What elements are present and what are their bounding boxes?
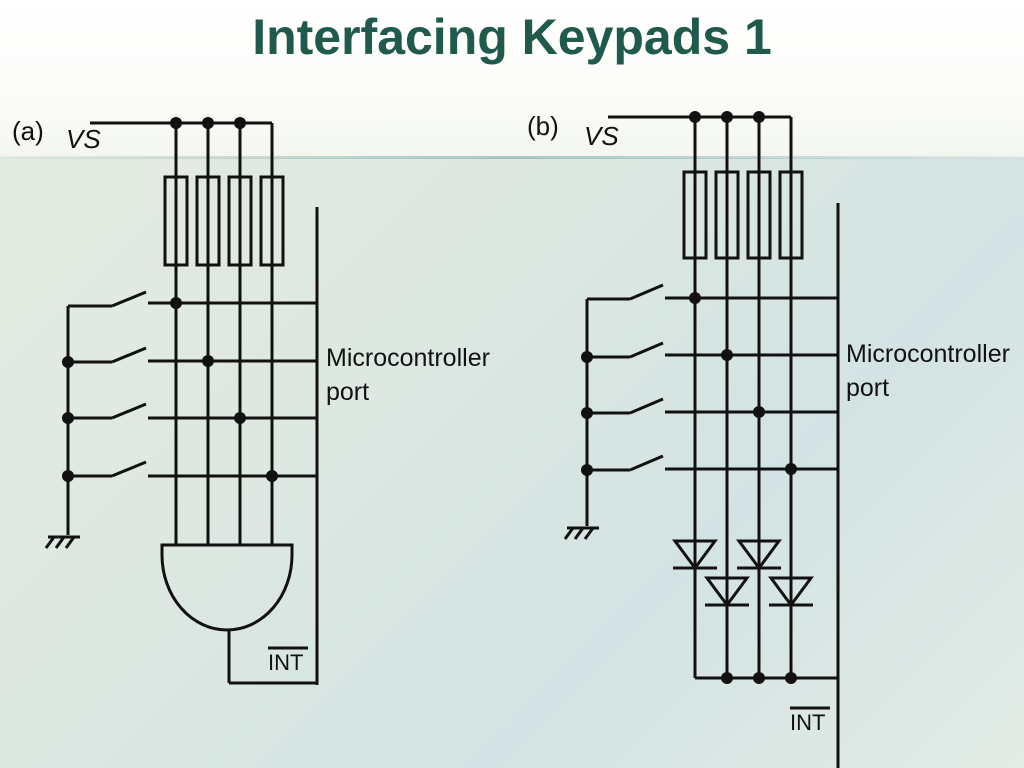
diagram-a-supply-label: VS xyxy=(66,124,101,154)
diagram-b-port-label: Microcontroller xyxy=(846,340,1010,368)
resistor xyxy=(163,175,189,267)
diagram-b: (b) VS xyxy=(527,111,1010,768)
diagram-a-wiring xyxy=(44,121,319,685)
diagram-a-int-label: INT xyxy=(268,650,303,675)
resistor xyxy=(714,170,740,260)
diagram-b-label: (b) xyxy=(527,111,559,141)
diagram-b-int-label: INT xyxy=(790,710,825,735)
diode xyxy=(736,539,782,571)
diagram-a-label: (a) xyxy=(12,116,44,146)
slide-title: Interfacing Keypads 1 xyxy=(252,9,772,65)
diagram-b-supply-label: VS xyxy=(584,121,619,151)
diagram-b-wiring xyxy=(563,115,840,768)
diagram-a-junctions xyxy=(62,117,278,482)
diagram-b-port-label-line2: port xyxy=(846,374,889,402)
diagram-a-resistors xyxy=(163,175,285,267)
resistor xyxy=(682,170,708,260)
diagram-b-diodes xyxy=(672,539,814,608)
diode xyxy=(768,576,814,608)
diagram-a-port-label: Microcontroller xyxy=(326,344,490,372)
resistor xyxy=(259,175,285,267)
diode xyxy=(672,539,718,571)
title-band xyxy=(0,0,1024,158)
title-band-divider xyxy=(0,156,1024,159)
diagram-b-junctions xyxy=(581,111,797,684)
resistor xyxy=(746,170,772,260)
diode xyxy=(704,576,750,608)
resistor xyxy=(195,175,221,267)
diagram-a-port-label-line2: port xyxy=(326,378,369,406)
diagram-b-resistors xyxy=(682,170,804,260)
resistor xyxy=(778,170,804,260)
diagram-a: (a) VS xyxy=(12,116,490,685)
resistor xyxy=(227,175,253,267)
